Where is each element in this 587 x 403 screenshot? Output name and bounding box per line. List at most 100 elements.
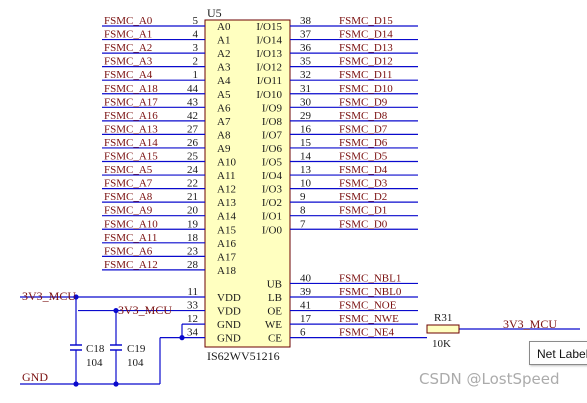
pin-name-I/O4: I/O4 — [262, 170, 283, 182]
pin-name-A16: A16 — [217, 238, 236, 250]
pin-number-31: 31 — [300, 83, 311, 95]
net-label-FSMC_D10: FSMC_D10 — [339, 83, 393, 95]
net-label-FSMC_D2: FSMC_D2 — [339, 191, 387, 203]
net-label-3v3-pullup: 3V3_MCU — [503, 317, 557, 331]
net-label-FSMC_A8: FSMC_A8 — [104, 191, 153, 203]
pin-name-I/O14: I/O14 — [256, 35, 282, 47]
net-label-FSMC_A16: FSMC_A16 — [104, 110, 158, 122]
net-label-FSMC_D9: FSMC_D9 — [339, 96, 388, 108]
pin-name-A0: A0 — [217, 21, 231, 33]
pin-name-GND-12: GND — [217, 319, 241, 331]
net-label-FSMC_NWE: FSMC_NWE — [339, 313, 399, 325]
pin-name-I/O12: I/O12 — [256, 62, 282, 74]
pin-name-I/O3: I/O3 — [262, 184, 283, 196]
junction-dot — [73, 381, 79, 387]
wire-layer — [20, 294, 580, 387]
pin-name-I/O2: I/O2 — [262, 197, 282, 209]
net-label-FSMC_NOE: FSMC_NOE — [339, 300, 397, 312]
r31-value: 10K — [432, 338, 451, 350]
net-label-FSMC_A6: FSMC_A6 — [104, 245, 153, 257]
net-label-FSMC_A2: FSMC_A2 — [104, 42, 152, 54]
pin-name-OE: OE — [267, 306, 282, 318]
pin-number-34: 34 — [187, 327, 199, 339]
net-label-tooltip: Net Label — [529, 341, 587, 365]
pin-name-A15: A15 — [217, 224, 236, 236]
c19-value: 104 — [127, 357, 144, 369]
pin-name-A12: A12 — [217, 184, 236, 196]
chip-part-name: IS62WV51216 — [207, 349, 280, 363]
net-label-FSMC_D0: FSMC_D0 — [339, 218, 388, 230]
pin-name-A9: A9 — [217, 143, 231, 155]
net-label-FSMC_D8: FSMC_D8 — [339, 110, 388, 122]
pin-name-I/O7: I/O7 — [262, 129, 283, 141]
pin-name-A11: A11 — [217, 170, 236, 182]
net-label-FSMC_NBL0: FSMC_NBL0 — [339, 286, 402, 298]
net-label-FSMC_D11: FSMC_D11 — [339, 69, 392, 81]
pin-number-7: 7 — [300, 218, 306, 230]
pin-number-18: 18 — [187, 232, 199, 244]
pin-name-CE: CE — [268, 333, 282, 345]
pin-number-33: 33 — [187, 300, 199, 312]
pin-name-A5: A5 — [217, 89, 231, 101]
pin-number-4: 4 — [193, 29, 199, 41]
pin-number-8: 8 — [300, 205, 306, 217]
pin-number-20: 20 — [187, 205, 199, 217]
pin-name-VDD-33: VDD — [217, 306, 241, 318]
pin-name-A6: A6 — [217, 102, 231, 114]
pin-name-A10: A10 — [217, 157, 236, 169]
pin-number-39: 39 — [300, 286, 312, 298]
pin-number-41: 41 — [300, 300, 311, 312]
pin-name-I/O8: I/O8 — [262, 116, 283, 128]
pin-name-GND-34: GND — [217, 333, 241, 345]
net-label-FSMC_A1: FSMC_A1 — [104, 29, 152, 41]
pin-number-29: 29 — [300, 110, 312, 122]
pin-number-2: 2 — [193, 56, 199, 68]
pin-number-27: 27 — [187, 123, 199, 135]
pin-name-I/O15: I/O15 — [256, 21, 282, 33]
net-label-FSMC_D13: FSMC_D13 — [339, 42, 393, 54]
pin-name-I/O9: I/O9 — [262, 102, 283, 114]
pin-number-40: 40 — [300, 272, 312, 284]
pin-number-28: 28 — [187, 259, 199, 271]
net-label-FSMC_A4: FSMC_A4 — [104, 69, 153, 81]
net-label-FSMC_D1: FSMC_D1 — [339, 205, 387, 217]
net-label-FSMC_A10: FSMC_A10 — [104, 218, 158, 230]
pin-number-21: 21 — [187, 191, 198, 203]
net-label-FSMC_A13: FSMC_A13 — [104, 123, 158, 135]
pin-number-11: 11 — [187, 286, 198, 298]
pin-name-A1: A1 — [217, 35, 230, 47]
pin-name-A4: A4 — [217, 75, 231, 87]
watermark-text: CSDN @LostSpeed — [419, 370, 560, 388]
pin-number-36: 36 — [300, 42, 312, 54]
net-label-gnd: GND — [22, 370, 48, 384]
passive-layer: C18 104 C19 104 R31 10K 3V3_MCU 3V3_MCU … — [22, 289, 557, 384]
pin-name-I/O1: I/O1 — [262, 211, 282, 223]
pin-number-1: 1 — [193, 69, 199, 81]
r31-body — [426, 324, 460, 334]
pin-number-16: 16 — [300, 123, 312, 135]
pin-name-A8: A8 — [217, 129, 231, 141]
net-label-FSMC_D6: FSMC_D6 — [339, 137, 388, 149]
pin-name-A13: A13 — [217, 197, 236, 209]
pin-name-A2: A2 — [217, 48, 230, 60]
pin-name-A7: A7 — [217, 116, 231, 128]
pin-number-10: 10 — [300, 178, 312, 190]
pin-number-38: 38 — [300, 15, 312, 27]
pin-number-15: 15 — [300, 137, 312, 149]
net-label-FSMC_A17: FSMC_A17 — [104, 96, 158, 108]
pin-number-6: 6 — [300, 327, 306, 339]
pin-name-I/O0: I/O0 — [262, 224, 283, 236]
pin-name-I/O5: I/O5 — [262, 157, 283, 169]
c18-value: 104 — [86, 357, 103, 369]
pin-name-A14: A14 — [217, 211, 236, 223]
pin-number-24: 24 — [187, 164, 199, 176]
chip-designator: U5 — [207, 6, 222, 20]
pin-name-WE: WE — [265, 319, 282, 331]
pin-number-25: 25 — [187, 151, 199, 163]
c18-designator: C18 — [86, 343, 105, 355]
net-label-FSMC_A5: FSMC_A5 — [104, 164, 153, 176]
pin-number-44: 44 — [187, 83, 199, 95]
